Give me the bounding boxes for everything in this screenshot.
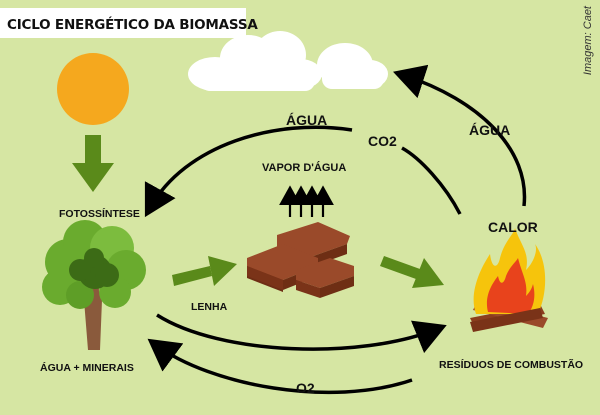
label-vapor-dagua: VAPOR D'ÁGUA <box>262 162 347 174</box>
label-residuos: RESÍDUOS DE COMBUSTÃO <box>439 359 584 371</box>
label-agua-right: ÁGUA <box>469 122 511 138</box>
diagram-title: CICLO ENERGÉTICO DA BIOMASSA <box>7 17 258 33</box>
arrow-tree-to-residues <box>156 313 447 354</box>
sun-icon <box>57 53 129 125</box>
arrow-o2-to-tree <box>147 338 413 395</box>
cycle-arrows <box>144 64 527 395</box>
green-arrow-down <box>72 135 114 192</box>
firewood-icon <box>247 222 354 298</box>
green-arrow-right <box>172 256 237 286</box>
campfire-icon <box>470 228 548 332</box>
title-box: CICLO ENERGÉTICO DA BIOMASSA <box>0 8 258 38</box>
tree-icon <box>42 220 146 350</box>
vapor-arrows <box>279 185 334 217</box>
label-co2: CO2 <box>368 133 397 149</box>
cloud-icon <box>188 31 388 91</box>
label-fotossintese: FOTOSSÍNTESE <box>59 208 140 220</box>
label-lenha: LENHA <box>191 301 228 313</box>
arrow-water-to-cloud <box>393 64 527 207</box>
label-o2: O2 <box>296 380 315 396</box>
label-agua-minerais: ÁGUA + MINERAIS <box>40 362 134 374</box>
green-arrow-right-2 <box>380 256 444 288</box>
label-calor: CALOR <box>488 219 538 235</box>
label-agua-top: ÁGUA <box>286 112 328 128</box>
arrow-co2-to-tree <box>144 125 353 218</box>
arrow-fire-to-co2 <box>401 146 462 215</box>
